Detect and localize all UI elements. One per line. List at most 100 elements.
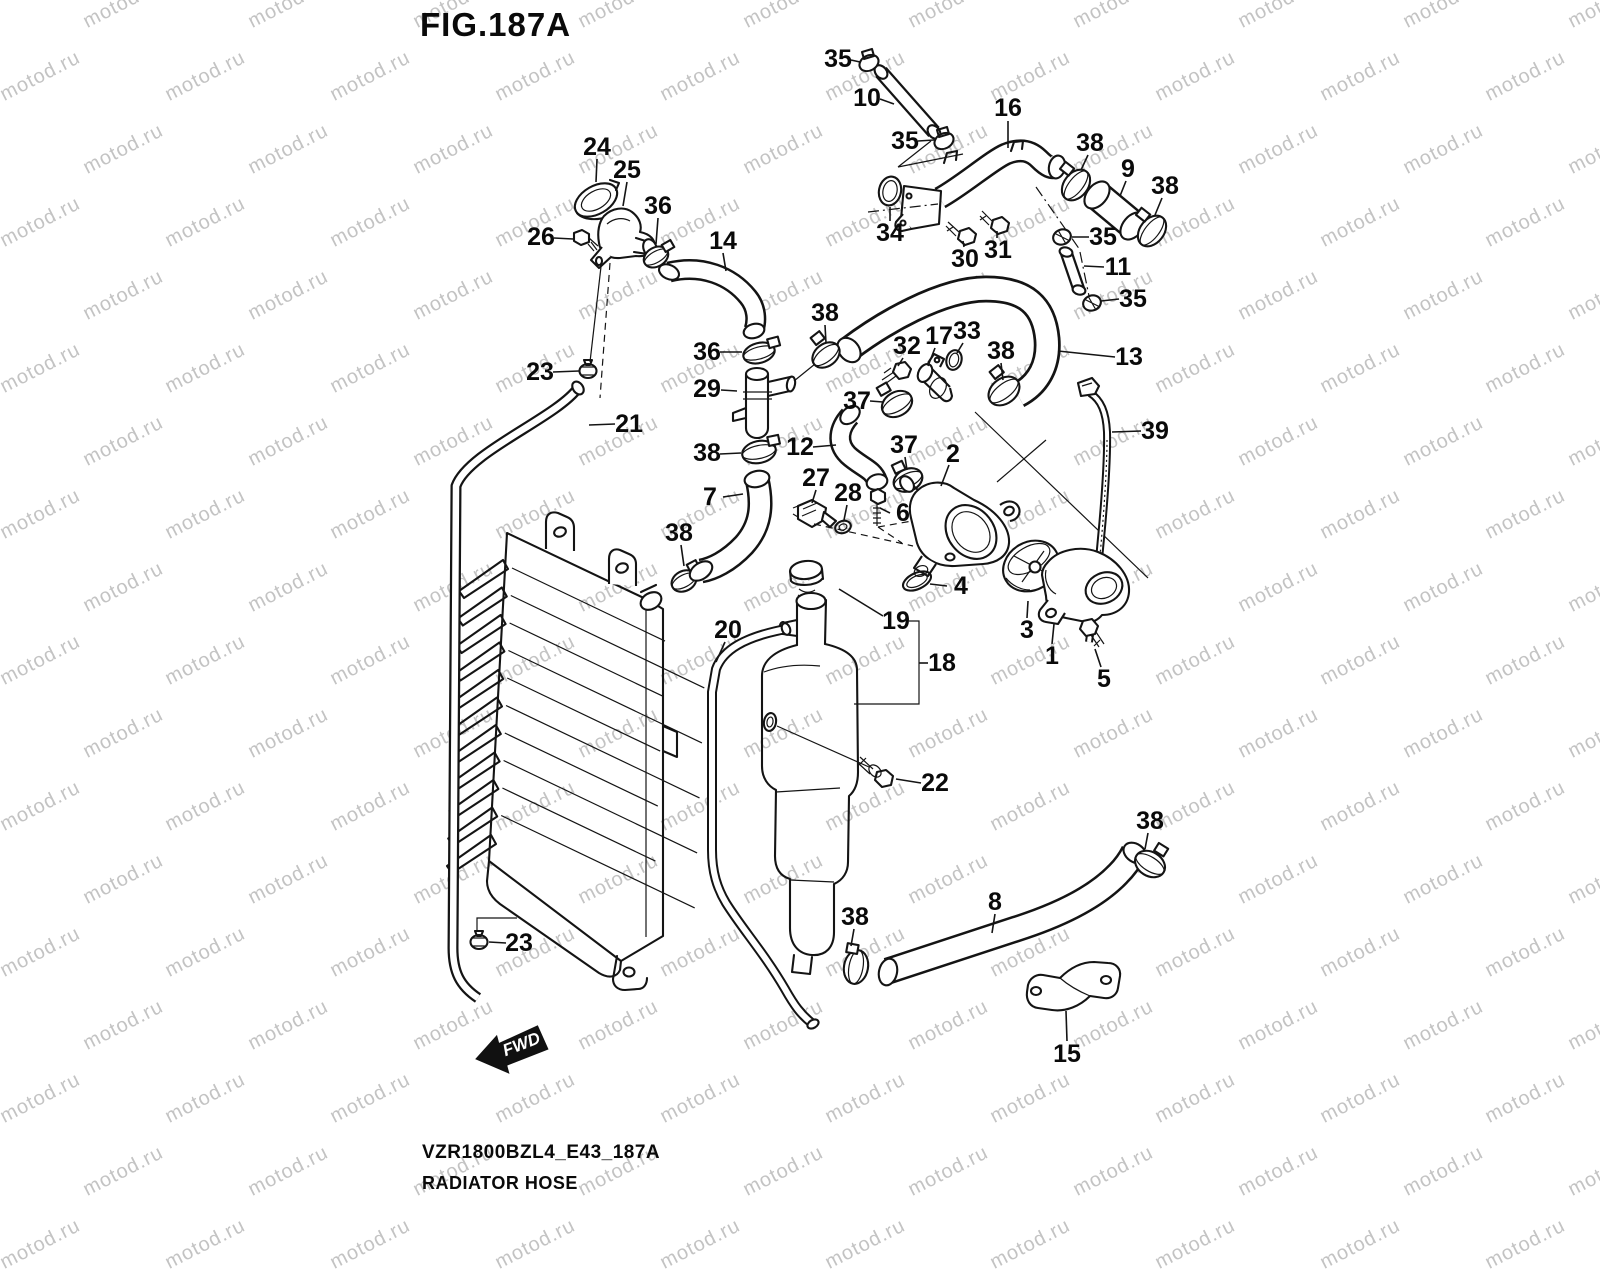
watermark-text: motod.ru bbox=[1151, 1214, 1239, 1274]
callout-label-38: 38 bbox=[987, 337, 1015, 365]
filler-neck-25 bbox=[589, 207, 658, 270]
callout-label-10: 10 bbox=[853, 84, 881, 112]
callout-leader-24 bbox=[595, 158, 598, 183]
callout-label-12: 12 bbox=[786, 433, 814, 461]
watermark-text: motod.ru bbox=[821, 1214, 909, 1274]
o-ring-34 bbox=[877, 175, 903, 207]
callout-label-2: 2 bbox=[946, 440, 960, 468]
radiator-core-line bbox=[503, 759, 698, 854]
thermostat-cover-1 bbox=[1037, 547, 1131, 626]
callout-label-4: 4 bbox=[954, 572, 968, 600]
callout-leader-2 bbox=[940, 464, 950, 487]
callout-leader-10 bbox=[879, 98, 895, 105]
callout-leader-38 bbox=[1080, 154, 1089, 171]
callout-label-21: 21 bbox=[615, 410, 643, 438]
sensor-assembly-dash bbox=[813, 523, 914, 547]
parts-diagram: FWD 351035163893824253626143430313511353… bbox=[445, 45, 1179, 1074]
radiator-fin bbox=[453, 668, 505, 710]
radiator-core-line bbox=[509, 622, 663, 697]
callout-leader-22 bbox=[895, 778, 922, 784]
callout-leader-36 bbox=[655, 217, 659, 245]
hose-7 bbox=[688, 469, 773, 584]
callout-leader-32 bbox=[897, 357, 904, 367]
callout-leader-20 bbox=[715, 641, 726, 663]
bolt-32 bbox=[881, 360, 913, 385]
hose-11 bbox=[1058, 246, 1087, 296]
callout-leader-26 bbox=[553, 237, 574, 240]
callout-leader-12 bbox=[812, 444, 837, 448]
bolt-22 bbox=[857, 756, 895, 789]
callout-label-20: 20 bbox=[714, 616, 742, 644]
assembly-line-neck bbox=[589, 257, 603, 363]
radiator-core-line bbox=[508, 649, 703, 744]
callout-leader-3 bbox=[1026, 600, 1029, 619]
sensor-27 bbox=[792, 498, 838, 529]
callout-label-38: 38 bbox=[1136, 807, 1164, 835]
bolt-6 bbox=[869, 487, 913, 544]
callout-label-35: 35 bbox=[891, 127, 919, 155]
callout-label-6: 6 bbox=[896, 499, 910, 527]
callout-leader-39 bbox=[1111, 430, 1142, 433]
callout-label-34: 34 bbox=[876, 219, 904, 247]
overflow-pipe-21 bbox=[447, 380, 585, 1003]
radiator-fin bbox=[451, 696, 504, 737]
callout-label-7: 7 bbox=[703, 483, 717, 511]
washer-28 bbox=[834, 519, 852, 535]
watermark-text: motod.ru bbox=[491, 1214, 579, 1274]
callout-label-24: 24 bbox=[583, 133, 611, 161]
callout-leader-37 bbox=[869, 400, 884, 403]
callout-label-14: 14 bbox=[709, 227, 737, 255]
callout-label-35: 35 bbox=[1089, 223, 1117, 251]
clamp-35-b bbox=[933, 125, 955, 151]
bolt-30 bbox=[945, 221, 978, 247]
clamp-38-hose9-right bbox=[1134, 206, 1168, 248]
callout-leader-37 bbox=[904, 456, 908, 471]
radiator-fin bbox=[455, 613, 507, 655]
callout-label-38: 38 bbox=[693, 439, 721, 467]
callout-leader-4 bbox=[929, 583, 948, 587]
callout-label-26: 26 bbox=[527, 223, 555, 251]
callout-leader-14 bbox=[722, 252, 727, 272]
screw-35-d bbox=[1082, 294, 1102, 312]
callout-label-37: 37 bbox=[843, 387, 871, 415]
callout-label-35: 35 bbox=[1119, 285, 1147, 313]
callout-leader-38 bbox=[1154, 197, 1163, 216]
radiator-core-line bbox=[510, 594, 705, 689]
clamp-38-joint bbox=[741, 433, 781, 465]
callout-label-36: 36 bbox=[644, 192, 672, 220]
fwd-arrow: FWD bbox=[475, 1025, 549, 1074]
callout-leader-23 bbox=[488, 941, 507, 944]
hose-10 bbox=[873, 64, 942, 140]
callout-label-30: 30 bbox=[951, 245, 979, 273]
callout-leader-38 bbox=[1144, 832, 1149, 850]
bolt-31 bbox=[979, 210, 1011, 236]
assembly-dash-neck bbox=[599, 262, 611, 399]
bolt-5 bbox=[1078, 617, 1105, 648]
figure-title: FIG.187A bbox=[420, 6, 572, 43]
screw-35-c bbox=[1052, 228, 1072, 246]
callout-label-19: 19 bbox=[882, 607, 910, 635]
callout-leader-33 bbox=[956, 342, 964, 354]
callout-leader-28 bbox=[843, 504, 848, 521]
clamp-23-lower bbox=[469, 917, 517, 951]
callout-label-16: 16 bbox=[994, 94, 1022, 122]
callout-label-15: 15 bbox=[1053, 1040, 1081, 1068]
callout-label-11: 11 bbox=[1105, 253, 1132, 281]
callout-label-17: 17 bbox=[925, 322, 953, 350]
callout-leader-29 bbox=[720, 389, 738, 392]
clamp-38-hose8-left bbox=[842, 942, 870, 985]
watermark-text: motod.ru bbox=[1316, 1214, 1404, 1274]
clamp-38-hose13-right bbox=[987, 364, 1021, 407]
callout-label-13: 13 bbox=[1115, 343, 1143, 371]
radiator-core-line bbox=[502, 787, 656, 862]
hose-20 bbox=[707, 622, 820, 1030]
joint-pipe-29 bbox=[731, 366, 797, 440]
bolt-26 bbox=[572, 228, 599, 252]
radiator-cap-24 bbox=[573, 178, 621, 221]
clamp-38-hose13-left bbox=[793, 330, 841, 382]
watermark-text: motod.ru bbox=[0, 1214, 84, 1274]
callout-leader-13 bbox=[1057, 350, 1116, 358]
bracket-15 bbox=[1025, 960, 1122, 1012]
callout-leader-25 bbox=[622, 181, 628, 207]
